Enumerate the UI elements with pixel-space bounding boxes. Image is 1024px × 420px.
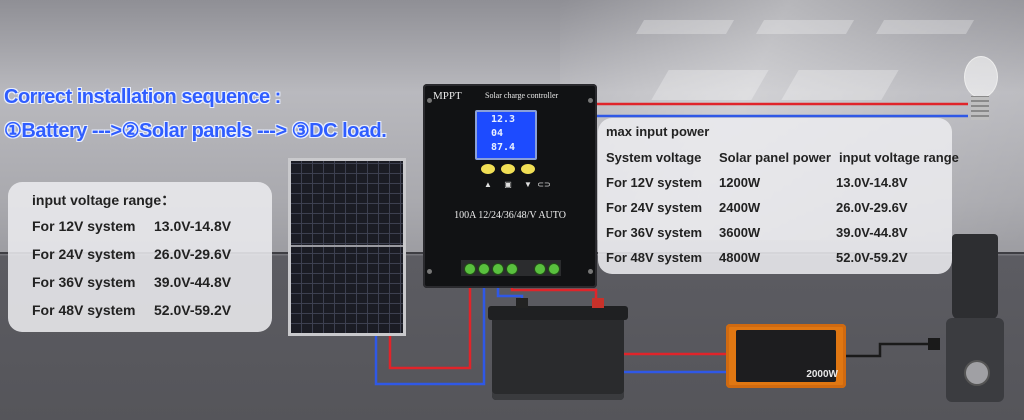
- row-system: For 12V system: [32, 218, 136, 234]
- lcd-current: 04: [491, 128, 504, 139]
- terminal-screw: [534, 263, 546, 275]
- input-voltage-title: input voltage range：: [32, 192, 176, 208]
- terminal-screw: [492, 263, 504, 275]
- on-off-button[interactable]: [521, 164, 535, 174]
- solar-status-icon: ▣: [504, 180, 512, 189]
- solar-panel: [288, 158, 406, 336]
- input-voltage-row: For 48V system 52.0V-59.2V: [32, 302, 231, 318]
- menu-button[interactable]: [501, 164, 515, 174]
- header-power: Solar panel power: [719, 150, 831, 165]
- row-range: 52.0V-59.2V: [154, 302, 232, 318]
- max-power-title: max input power: [606, 124, 710, 139]
- header-range: input voltage range: [839, 150, 959, 165]
- row-power: 4800W: [719, 250, 761, 265]
- wire-solar-positive: [388, 270, 472, 370]
- load-link-icon: ⊂⊃: [537, 180, 551, 189]
- row-system: For 48V system: [606, 250, 703, 265]
- controller-spec: 100A 12/24/36/48/V AUTO: [454, 210, 566, 221]
- row-range: 13.0V-14.8V: [836, 175, 908, 190]
- terminal-screw: [506, 263, 518, 275]
- row-system: For 36V system: [606, 225, 703, 240]
- input-voltage-row: For 12V system 13.0V-14.8V: [32, 218, 231, 234]
- row-system: For 12V system: [606, 175, 703, 190]
- max-power-panel: max input power System voltage Solar pane…: [598, 118, 959, 274]
- battery-negative-pole: [516, 298, 528, 308]
- battery-positive-pole: [592, 298, 604, 308]
- input-voltage-row: For 36V system 39.0V-44.8V: [32, 274, 231, 290]
- row-power: 1200W: [719, 175, 761, 190]
- row-range: 39.0V-44.8V: [154, 274, 232, 290]
- header-system: System voltage: [606, 150, 702, 165]
- battery-warning-icon: ▲: [484, 180, 492, 189]
- terminal-screw: [464, 263, 476, 275]
- row-range: 39.0V-44.8V: [836, 225, 908, 240]
- lcd-voltage: 12.3: [491, 114, 516, 125]
- row-range: 13.0V-14.8V: [154, 218, 232, 234]
- row-system: For 48V system: [32, 302, 136, 318]
- max-power-row: For 12V system 1200W 13.0V-14.8V: [606, 175, 908, 190]
- wire-solar-negative: [374, 270, 486, 386]
- terminal-screw: [478, 263, 490, 275]
- power-inverter: 2000W: [726, 324, 846, 388]
- row-system: For 24V system: [32, 246, 136, 262]
- input-voltage-row: For 24V system 26.0V-29.6V: [32, 246, 231, 262]
- row-system: For 36V system: [32, 274, 136, 290]
- controller-model: Solar charge controller: [485, 91, 559, 100]
- inverter-label: 2000W: [806, 369, 838, 380]
- max-power-row: For 48V system 4800W 52.0V-59.2V: [606, 250, 908, 265]
- max-power-header-row: System voltage Solar panel power input vol…: [606, 150, 959, 165]
- headline-sequence: ①Battery --->②Solar panels ---> ③DC load…: [4, 120, 387, 142]
- max-power-row: For 36V system 3600W 39.0V-44.8V: [606, 225, 908, 240]
- headline-title: Correct installation sequence :: [4, 86, 281, 108]
- light-bulb-icon: [960, 56, 1000, 138]
- row-range: 52.0V-59.2V: [836, 250, 908, 265]
- max-power-row: For 24V system 2400W 26.0V-29.6V: [606, 200, 908, 215]
- blender-knob-icon: [964, 360, 990, 386]
- plug: [928, 338, 940, 350]
- controller-lcd: 12.3 04 87.4: [475, 110, 537, 160]
- lcd-power: 87.4: [491, 142, 516, 153]
- battery: [488, 298, 628, 400]
- blender: [946, 234, 1004, 404]
- wire-ac-output: [846, 342, 930, 358]
- row-range: 26.0V-29.6V: [154, 246, 232, 262]
- terminal-screw: [548, 263, 560, 275]
- controller-brand: MPPT: [433, 90, 462, 102]
- charge-controller: MPPT Solar charge controller 12.3 04 87.…: [423, 84, 597, 288]
- row-power: 3600W: [719, 225, 761, 240]
- row-range: 26.0V-29.6V: [836, 200, 908, 215]
- row-power: 2400W: [719, 200, 761, 215]
- row-system: For 24V system: [606, 200, 703, 215]
- input-voltage-panel: input voltage range： For 12V system 13.0V…: [8, 182, 272, 332]
- down-arrow-icon: ▼: [524, 180, 532, 189]
- reset-button[interactable]: [481, 164, 495, 174]
